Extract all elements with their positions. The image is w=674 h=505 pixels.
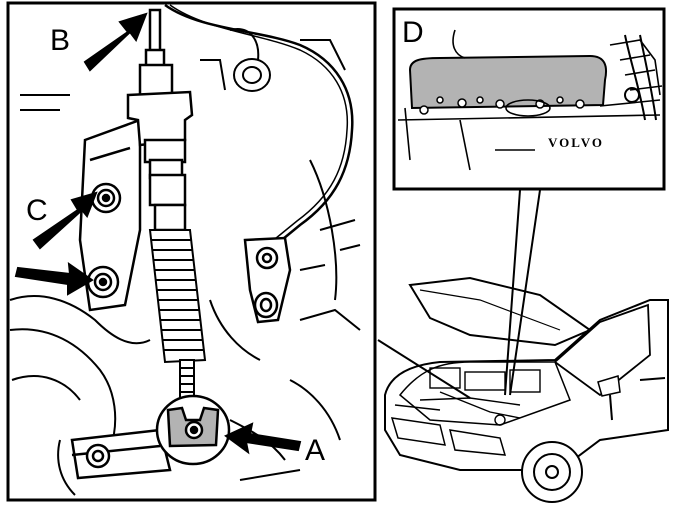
inset-pointer [504,189,541,396]
car-engine-bay [398,361,571,426]
arrow-c-upper [32,191,98,250]
cable-bellows [148,229,207,364]
cable-bracket-right [243,236,292,324]
engine-bay-details [394,367,541,426]
engine-cover-highlight [408,54,608,110]
transmission-housing [9,28,361,496]
shift-cable-assembly [126,8,194,232]
bolt-c-upper [90,182,122,214]
callout-c: C [26,194,48,227]
arrow-a [224,422,302,455]
engine-cover-bolts [419,96,585,115]
car-illustration [384,276,669,503]
car-headlight [448,429,507,456]
inset-hoses [624,34,657,121]
mounting-bracket-left [78,118,142,312]
car-hood-open [408,276,593,347]
engine-block-outline [397,29,663,171]
car-windshield [553,303,651,397]
car-mirror [597,375,621,397]
callout-a: A [305,434,325,467]
inset-pointer-left [377,339,471,399]
inset-logo-text: VOLVO [548,135,604,150]
arrow-c-lower [14,261,94,296]
callout-b: B [50,24,70,57]
car-front-wheel [521,441,583,503]
callout-d: D [402,16,424,49]
housing-port [233,58,271,92]
bolt-c-lower [86,265,120,299]
arrow-b [83,12,148,72]
main-panel: B C A [6,1,377,502]
cable-end-fitting-a [155,394,231,466]
selector-lever [70,428,172,480]
car-grille [390,417,446,446]
shift-cable-line [164,3,354,249]
inset-d: VOLVO D [377,7,666,399]
